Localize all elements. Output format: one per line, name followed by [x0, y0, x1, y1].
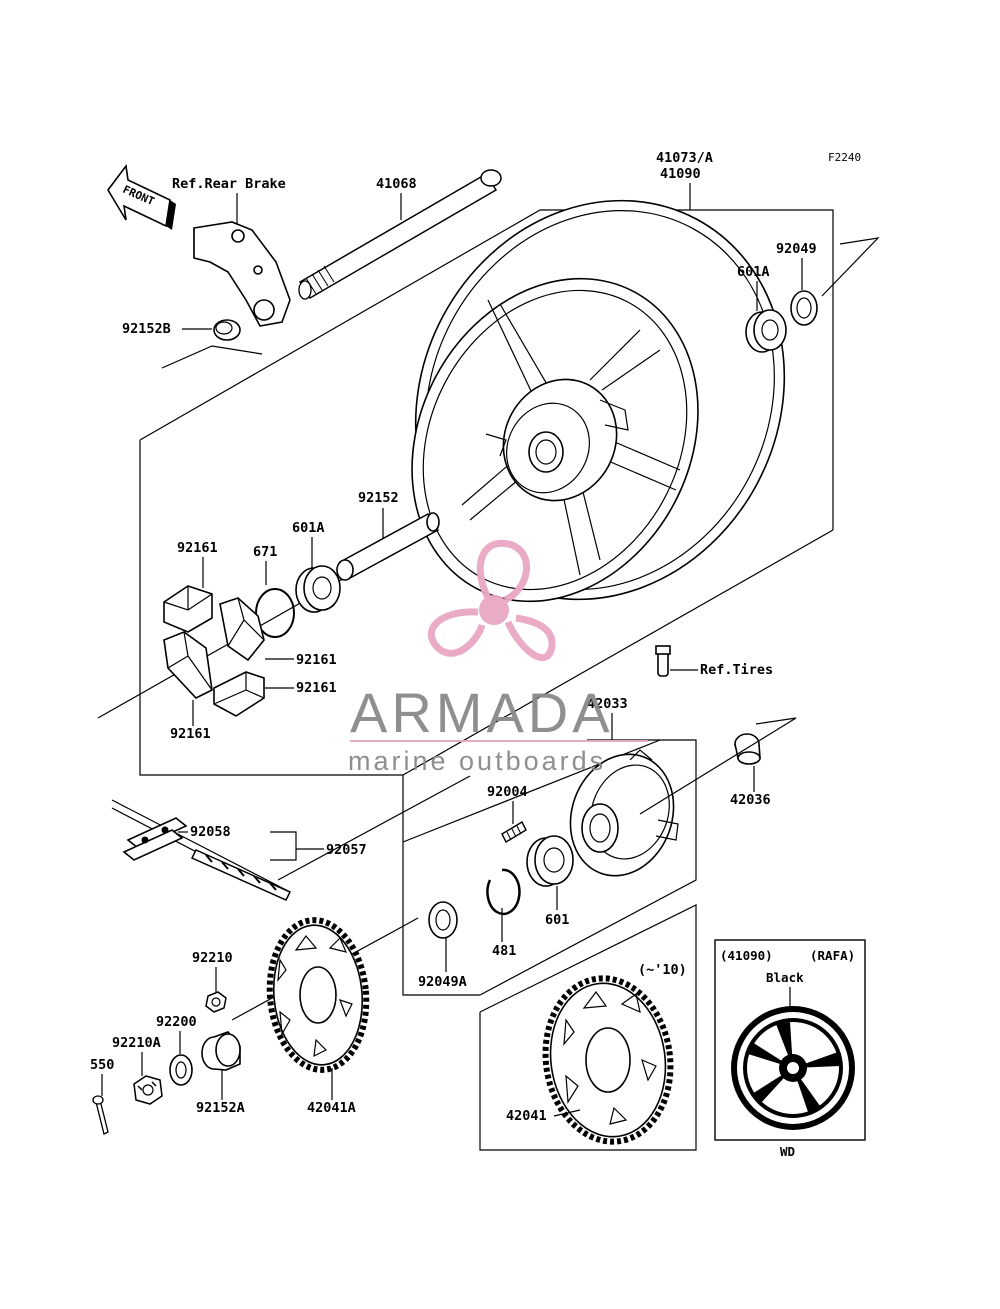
brake-bracket [193, 221, 291, 327]
inset-color: Black [766, 970, 804, 985]
stud-92004 [501, 821, 527, 843]
label-671: 671 [253, 544, 277, 560]
label-92210: 92210 [192, 950, 233, 966]
inset-variant-box [714, 939, 866, 1141]
label-92161-top: 92161 [177, 540, 218, 556]
coupling-42033 [569, 749, 679, 877]
tire-valve [655, 645, 671, 677]
label-92161-low: 92161 [296, 680, 337, 696]
propeller-logo-icon [428, 539, 556, 662]
seal-92049 [790, 290, 818, 326]
collar-42036 [734, 733, 761, 765]
label-92161-bottom: 92161 [170, 726, 211, 742]
label-92152: 92152 [358, 490, 399, 506]
label-481: 481 [492, 943, 516, 959]
label-92200: 92200 [156, 1014, 197, 1030]
label-42041A: 42041A [307, 1100, 356, 1116]
label-92058: 92058 [190, 824, 231, 840]
collar-92152A [201, 1031, 241, 1071]
armada-watermark: ARMADA marine outboards [348, 539, 648, 776]
label-92057: 92057 [326, 842, 367, 858]
black-wheel-thumbnail [731, 1006, 855, 1130]
inset-code: (RAFA) [810, 948, 855, 963]
inset-bottom-label: WD [780, 1144, 795, 1159]
label-41090: 41090 [660, 166, 701, 182]
label-variant-note: (~'10) [638, 962, 687, 978]
chain-joint-link-92058 [122, 817, 188, 861]
watermark-tagline: marine outboards [348, 746, 606, 776]
collar-92152 [336, 512, 440, 581]
label-ref-rear-brake: Ref.Rear Brake [172, 176, 286, 192]
label-92049: 92049 [776, 241, 817, 257]
castle-nut-92210A [133, 1075, 163, 1105]
label-92210A: 92210A [112, 1035, 161, 1051]
bearing-601A-left [295, 565, 341, 613]
bearing-601A-right [745, 309, 787, 353]
watermark-brand: ARMADA [350, 681, 614, 744]
damper-rubbers-92161 [163, 585, 265, 717]
label-92152B: 92152B [122, 321, 171, 337]
diagram-code: F2240 [828, 151, 861, 164]
label-92161-mid: 92161 [296, 652, 337, 668]
collar-92152B [213, 319, 241, 341]
label-42033: 42033 [587, 696, 628, 712]
label-42036: 42036 [730, 792, 771, 808]
label-92152A: 92152A [196, 1100, 245, 1116]
washer-92200 [169, 1054, 193, 1086]
label-axle: 41068 [376, 176, 417, 192]
sprocket-42041 [542, 975, 674, 1145]
bearing-601 [526, 835, 574, 887]
seal-92049A [428, 901, 458, 939]
axle-41068 [298, 169, 502, 300]
rear-wheel [411, 199, 786, 603]
nut-92210 [205, 991, 227, 1013]
label-601: 601 [545, 912, 569, 928]
label-601A-left: 601A [292, 520, 325, 536]
label-550: 550 [90, 1057, 114, 1073]
label-41073A: 41073/A [656, 150, 713, 166]
sprocket-42041A [266, 917, 370, 1073]
oring-671 [255, 588, 295, 638]
cotter-pin-550 [92, 1095, 109, 1135]
label-601A-right: 601A [737, 264, 770, 280]
drive-chain-92057 [111, 799, 292, 901]
circlip-481 [486, 868, 521, 916]
label-92049A: 92049A [418, 974, 467, 990]
front-arrow-icon: FRONT [107, 163, 176, 230]
label-42041: 42041 [506, 1108, 547, 1124]
inset-part: (41090) [720, 948, 773, 963]
label-ref-tires: Ref.Tires [700, 662, 773, 678]
label-92004: 92004 [487, 784, 528, 800]
